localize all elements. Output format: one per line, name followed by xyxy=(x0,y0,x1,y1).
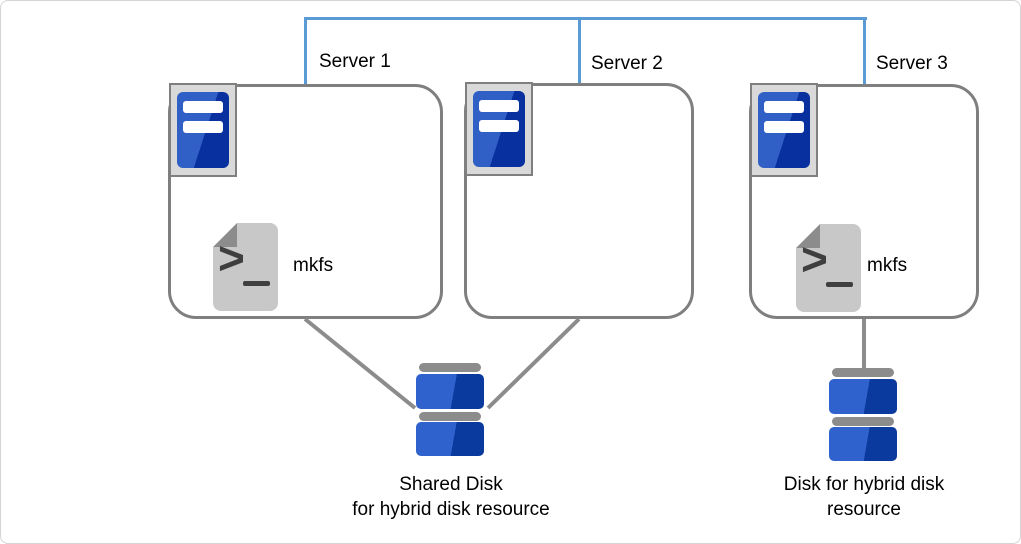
server-drive-slot xyxy=(764,101,804,113)
server-tower-body xyxy=(758,92,810,168)
server-drive-slot xyxy=(183,101,223,113)
server-tower-icon xyxy=(750,83,818,177)
server2-box xyxy=(464,83,694,319)
disk-platter xyxy=(416,374,484,409)
server-drive-slot xyxy=(183,121,223,133)
network-drop-server1 xyxy=(304,17,307,85)
disk-platter xyxy=(829,427,897,461)
cursor-underscore xyxy=(243,281,270,286)
disk-cap xyxy=(419,363,481,372)
server1-mkfs-label: mkfs xyxy=(293,255,334,276)
server3-mkfs-label: mkfs xyxy=(867,255,908,276)
hybrid-disk-icon xyxy=(829,368,897,462)
server1-label: Server 1 xyxy=(319,51,391,72)
caption-line: Shared Disk xyxy=(399,474,503,495)
server-tower-body xyxy=(177,92,229,168)
disk-cap xyxy=(832,417,894,426)
prompt-glyph: > xyxy=(218,232,245,284)
disk-platter xyxy=(416,422,484,456)
server-drive-slot xyxy=(764,121,804,133)
network-drop-server3 xyxy=(863,17,866,85)
server2-label: Server 2 xyxy=(591,53,663,74)
cursor-underscore xyxy=(826,282,853,287)
server-tower-icon xyxy=(169,83,237,177)
disk-cap xyxy=(832,368,894,377)
caption-line: Disk for hybrid disk xyxy=(783,474,945,495)
prompt-glyph: > xyxy=(801,233,828,285)
server-tower-icon xyxy=(465,82,533,176)
shared-disk-icon xyxy=(416,363,484,457)
caption-line: for hybrid disk resource xyxy=(352,499,550,520)
server-tower-body xyxy=(473,91,525,167)
hybrid-disk-caption: Disk for hybrid disk resource xyxy=(734,472,994,522)
disk-platter xyxy=(829,379,897,414)
network-line-horizontal xyxy=(304,17,867,20)
terminal-script-file-icon: > xyxy=(213,223,278,311)
network-drop-server2 xyxy=(578,17,581,84)
shared-disk-caption: Shared Disk for hybrid disk resource xyxy=(321,472,581,522)
caption-line: resource xyxy=(827,499,901,520)
server-drive-slot xyxy=(479,120,519,132)
server3-label: Server 3 xyxy=(876,53,948,74)
disk-cap xyxy=(419,412,481,421)
server-drive-slot xyxy=(479,100,519,112)
